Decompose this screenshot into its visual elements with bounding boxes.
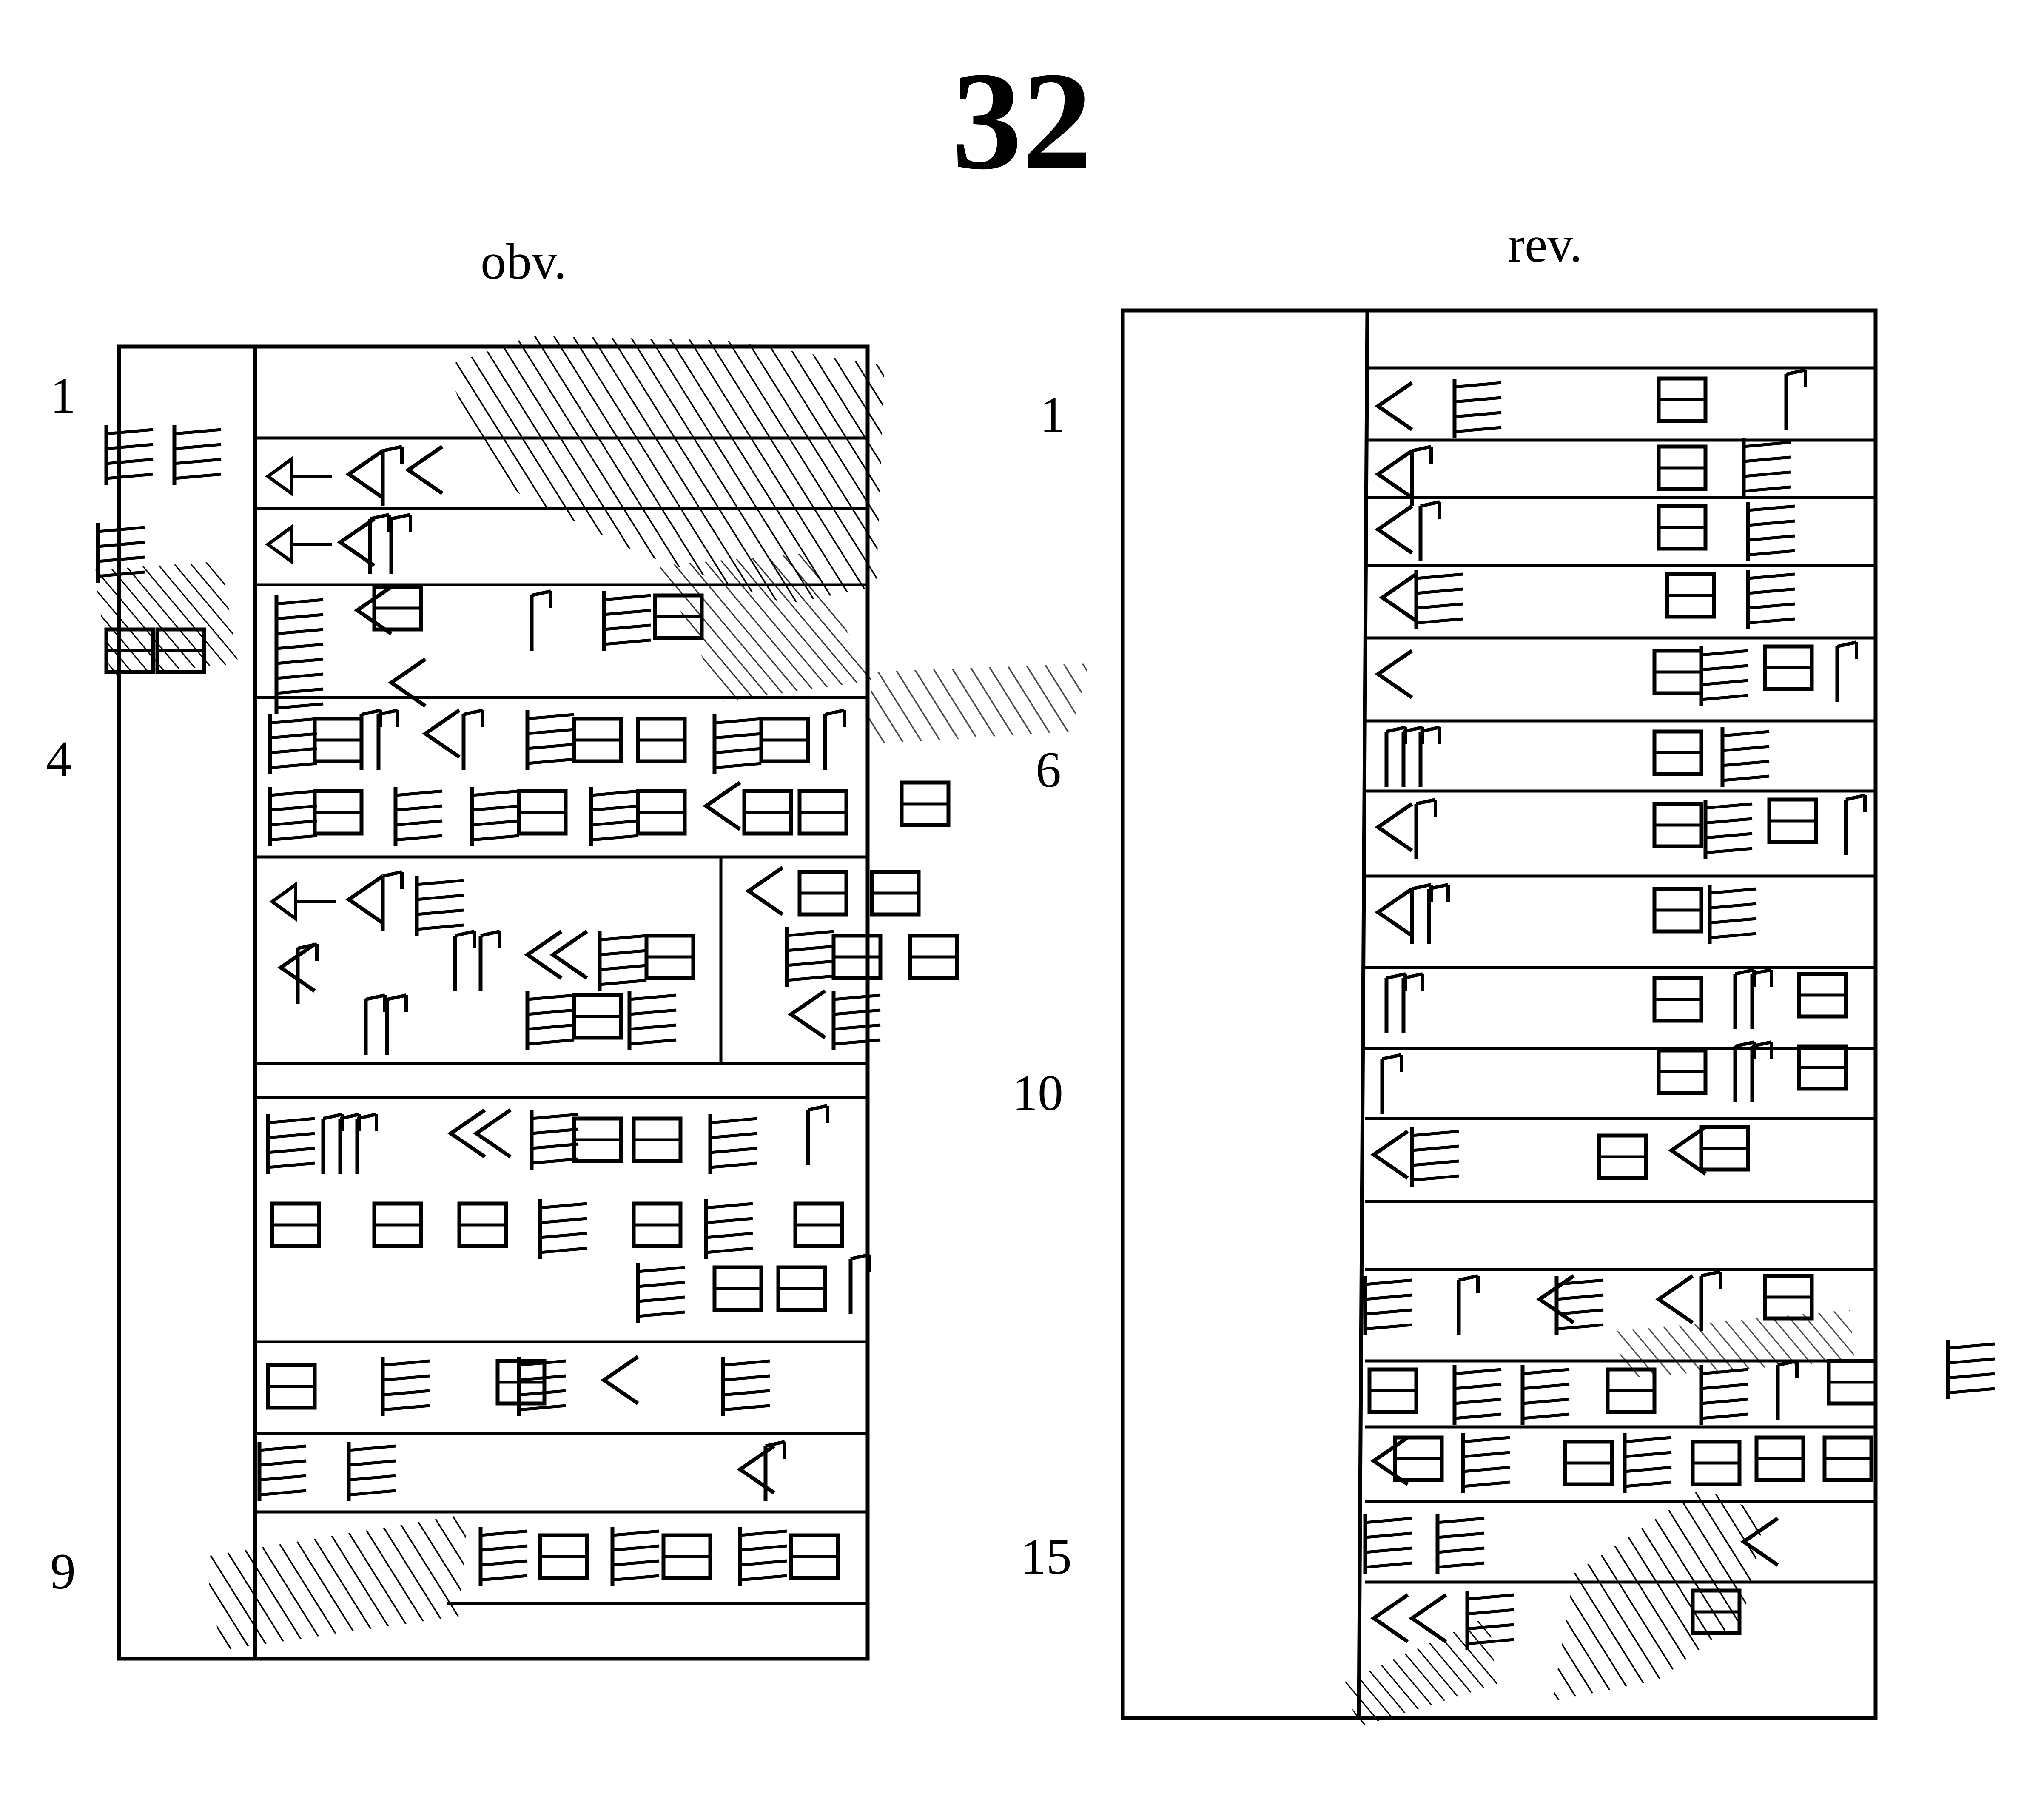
reverse-line-number: 15 bbox=[1021, 1528, 1072, 1585]
obverse-line-number: 4 bbox=[46, 731, 71, 787]
plate-number: 32 bbox=[952, 43, 1092, 199]
obverse-tablet bbox=[94, 336, 1089, 1661]
reverse-line-number: 10 bbox=[1012, 1065, 1063, 1121]
obverse-line-number: 9 bbox=[50, 1543, 76, 1600]
reverse-line-number: 6 bbox=[1036, 741, 1061, 798]
obverse-line-number: 1 bbox=[50, 367, 76, 424]
reverse-label: rev. bbox=[1508, 216, 1583, 273]
obverse-label: obv. bbox=[481, 233, 567, 290]
reverse-tablet bbox=[1121, 308, 1995, 1727]
reverse-line-number: 1 bbox=[1040, 386, 1065, 443]
